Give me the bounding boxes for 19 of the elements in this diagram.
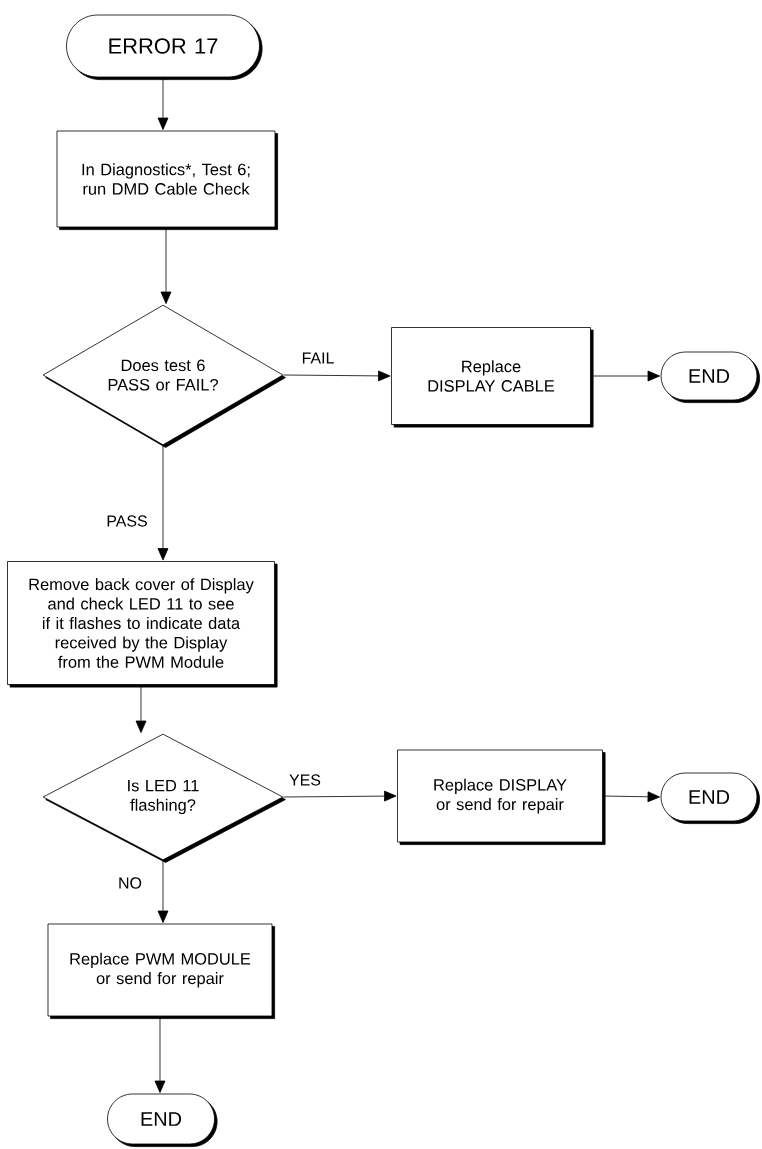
arrow <box>157 445 169 561</box>
edge-label: NO <box>117 876 143 890</box>
arrow <box>157 860 169 923</box>
process-box: Replace DISPLAY or send for repair <box>397 749 606 845</box>
edge-label: YES <box>288 773 322 787</box>
edge-label: PASS <box>105 514 149 528</box>
arrow <box>157 77 169 130</box>
arrow <box>160 227 172 304</box>
arrow <box>135 684 147 733</box>
edge-label: FAIL <box>300 351 336 365</box>
process-box: Replace DISPLAY CABLE <box>391 327 594 428</box>
process-box: Remove back cover of Display and check LED 11 to see if it flashes to indicate data received by the Display from the PWM Module <box>7 561 278 688</box>
arrow <box>154 1016 166 1093</box>
process-box: In Diagnostics*, Test 6; run DMD Cable Check <box>56 130 278 230</box>
arrow <box>590 370 660 382</box>
arrow <box>283 370 391 382</box>
process-box: Replace PWM MODULE or send for repair <box>47 923 275 1019</box>
arrow <box>283 790 397 802</box>
arrow <box>602 791 660 803</box>
